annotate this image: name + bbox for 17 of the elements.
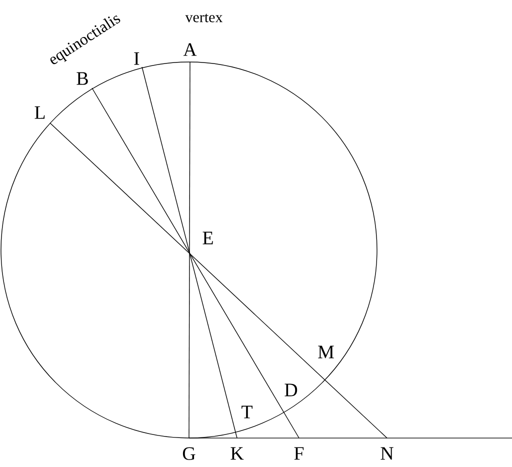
point-label: D: [284, 384, 298, 396]
point-label: E: [202, 232, 213, 244]
line: [50, 122, 388, 438]
point-label: F: [294, 447, 304, 460]
point-label: vertex: [185, 14, 223, 22]
point-label: I: [134, 52, 140, 65]
line: [188, 62, 190, 438]
point-label: K: [230, 447, 244, 460]
point-label: A: [183, 43, 197, 56]
line: [142, 66, 238, 438]
point-label: M: [318, 346, 334, 358]
point-label: B: [76, 72, 88, 85]
line: [92, 88, 300, 438]
point-label: N: [380, 447, 394, 460]
point-label: G: [182, 447, 196, 460]
point-label: L: [34, 106, 45, 119]
point-label: T: [242, 406, 252, 418]
